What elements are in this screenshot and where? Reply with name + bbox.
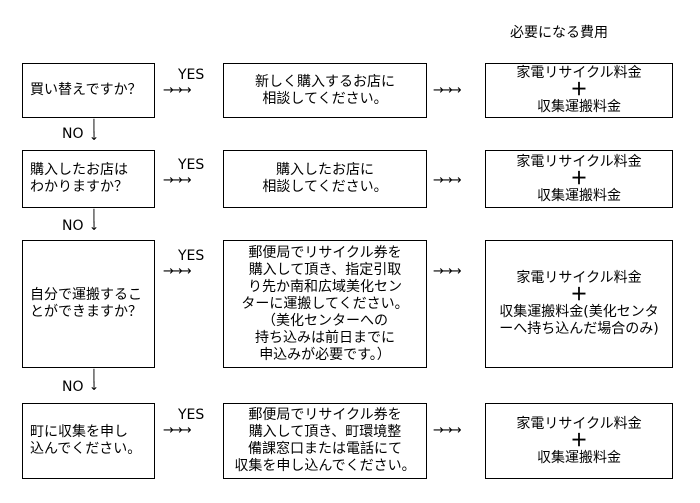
plus-sign-3: ＋ — [570, 285, 588, 305]
arrow-right-icon: →→→ — [433, 264, 462, 279]
question-text-1: 買い替えですか？ — [30, 82, 142, 98]
question-box-1: 買い替えですか？ — [22, 63, 155, 118]
arrow-down-icon: │↓ — [88, 369, 100, 393]
yes-label-4: YES — [178, 407, 205, 423]
question-text-3: 自分で運搬するこ とができますか？ — [30, 287, 142, 320]
cost-transport-fee-1: 収集運搬料金 — [537, 99, 621, 115]
question-box-2: 購入したお店は わかりますか？ — [22, 150, 155, 208]
cost-box-2: 家電リサイクル料金 ＋ 収集運搬料金 — [485, 150, 673, 208]
action-text-3: 郵便局でリサイクル券を 購入して頂き、指定引取 り先か南和広域美化セン ターに運… — [241, 244, 409, 363]
plus-sign-4: ＋ — [570, 430, 588, 451]
cost-box-3: 家電リサイクル料金 ＋ 収集運搬料金(美化センタ ーへ持ち込んだ場合のみ) — [485, 240, 673, 368]
cost-recycle-fee-1: 家電リサイクル料金 — [516, 65, 642, 81]
arrow-down-icon: │↓ — [88, 119, 100, 143]
action-text-2: 購入したお店に 相談してください。 — [262, 162, 388, 195]
cost-recycle-fee-2: 家電リサイクル料金 — [516, 153, 642, 170]
arrow-right-icon: →→→ — [163, 423, 192, 438]
plus-sign-2: ＋ — [570, 168, 588, 189]
arrow-right-icon: →→→ — [163, 264, 192, 279]
arrow-down-icon: │↓ — [88, 209, 100, 233]
no-label-1: NO — [62, 126, 84, 142]
action-box-1: 新しく購入するお店に 相談してください。 — [223, 63, 427, 118]
cost-box-1: 家電リサイクル料金 ＋ 収集運搬料金 — [485, 63, 673, 118]
question-box-4: 町に収集を申し 込んでください。 — [22, 403, 155, 479]
yes-label-1: YES — [178, 67, 205, 83]
cost-transport-fee-3: 収集運搬料金(美化センタ ーへ持ち込んだ場合のみ) — [499, 304, 659, 337]
no-label-2: NO — [62, 218, 84, 234]
cost-transport-fee-2: 収集運搬料金 — [537, 187, 621, 204]
action-text-1: 新しく購入するお店に 相談してください。 — [255, 73, 395, 107]
action-text-4: 郵便局でリサイクル券を 購入して頂き、町環境整 備課窓口または電話にて 収集を申… — [234, 407, 416, 474]
plus-sign-1: ＋ — [570, 80, 588, 100]
arrow-right-icon: →→→ — [163, 83, 192, 98]
question-box-3: 自分で運搬するこ とができますか？ — [22, 240, 155, 368]
arrow-right-icon: →→→ — [433, 173, 462, 188]
question-text-2: 購入したお店は わかりますか？ — [30, 162, 128, 195]
arrow-right-icon: →→→ — [433, 83, 462, 98]
action-box-3: 郵便局でリサイクル券を 購入して頂き、指定引取 り先か南和広域美化セン ターに運… — [223, 240, 427, 368]
action-box-4: 郵便局でリサイクル券を 購入して頂き、町環境整 備課窓口または電話にて 収集を申… — [223, 403, 427, 479]
cost-transport-fee-4: 収集運搬料金 — [537, 449, 621, 466]
no-label-3: NO — [62, 379, 84, 395]
arrow-right-icon: →→→ — [433, 423, 462, 438]
yes-label-2: YES — [178, 157, 205, 173]
cost-box-4: 家電リサイクル料金 ＋ 収集運搬料金 — [485, 403, 673, 479]
action-box-2: 購入したお店に 相談してください。 — [223, 150, 427, 208]
cost-column-header: 必要になる費用 — [510, 25, 608, 41]
arrow-right-icon: →→→ — [163, 173, 192, 188]
question-text-4: 町に収集を申し 込んでください。 — [30, 424, 142, 457]
cost-recycle-fee-4: 家電リサイクル料金 — [516, 415, 642, 432]
cost-recycle-fee-3: 家電リサイクル料金 — [516, 270, 642, 286]
yes-label-3: YES — [178, 248, 205, 264]
